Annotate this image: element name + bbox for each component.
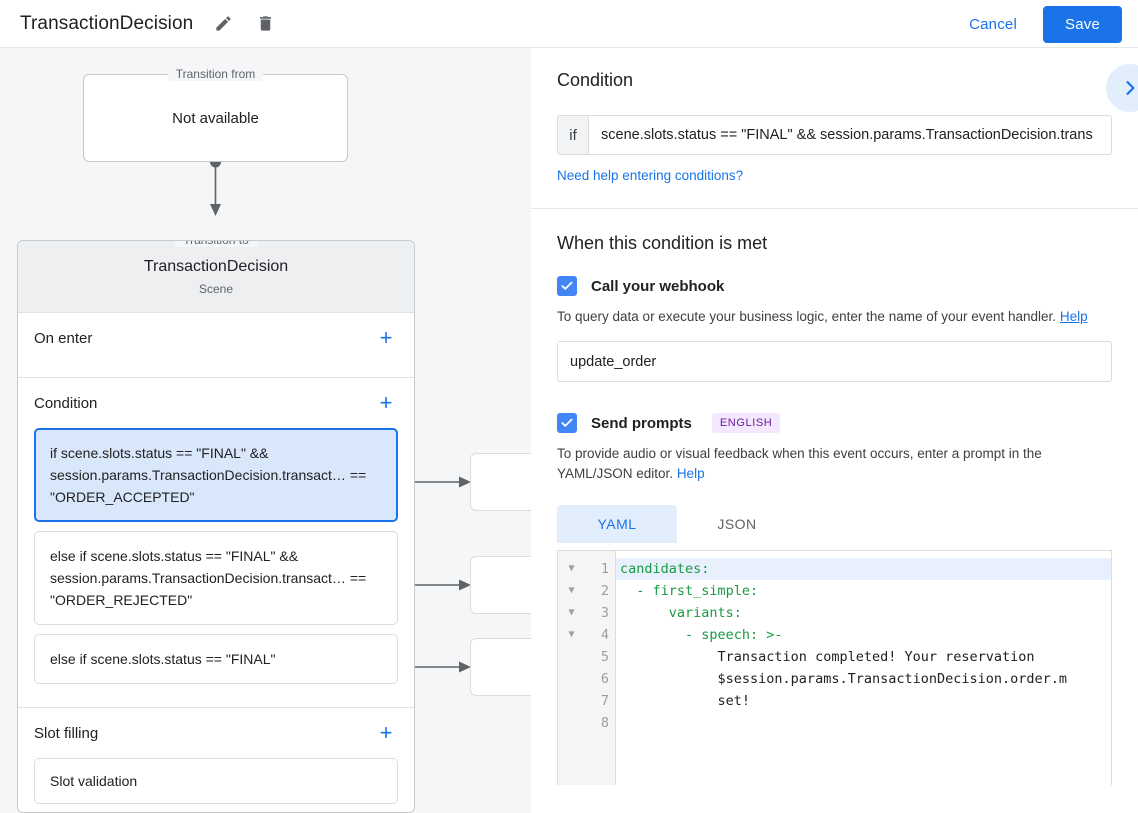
header-actions: Cancel Save xyxy=(957,0,1122,48)
section-slot-filling: Slot filling + Slot validation xyxy=(18,708,414,812)
code-line: $session.params.TransactionDecision.orde… xyxy=(620,671,1068,687)
section-title-on-enter: On enter xyxy=(34,329,93,347)
fold-arrow-icon[interactable]: ▼ xyxy=(568,585,575,596)
scene-type: Scene xyxy=(198,282,234,296)
when-condition-met-block: When this condition is met Call your web… xyxy=(531,209,1138,785)
section-condition: Condition + if scene.slots.status == "FI… xyxy=(18,378,414,708)
section-title-slot-filling: Slot filling xyxy=(34,724,99,742)
add-condition-button[interactable]: + xyxy=(379,390,393,415)
call-webhook-help: To query data or execute your business l… xyxy=(557,307,1112,327)
app-header: TransactionDecision Cancel Save xyxy=(0,0,1138,48)
if-label: if xyxy=(558,116,589,154)
condition-block: Condition if scene.slots.status == "FINA… xyxy=(531,48,1138,208)
panel-divider xyxy=(531,208,1138,209)
code-line: Transaction completed! Your reservation xyxy=(620,649,1035,665)
code-line: - first_simple: xyxy=(620,583,759,599)
call-webhook-help-link[interactable]: Help xyxy=(1059,309,1088,324)
page-title: TransactionDecision xyxy=(20,12,194,34)
webhook-handler-input[interactable] xyxy=(557,341,1112,382)
fold-arrow-icon[interactable]: ▼ xyxy=(568,629,575,640)
condition-expression-input[interactable]: scene.slots.status == "FINAL" && session… xyxy=(601,127,1093,143)
code-line: variants: xyxy=(620,605,742,621)
condition-list-item[interactable]: else if scene.slots.status == "FINAL" xyxy=(34,634,398,684)
scene-header[interactable]: TransactionDecision Scene xyxy=(18,241,414,313)
when-condition-met-heading: When this condition is met xyxy=(557,233,768,253)
line-number: 5 xyxy=(600,649,609,665)
call-webhook-label: Call your webhook xyxy=(591,277,725,295)
target-stub-box[interactable] xyxy=(470,638,531,696)
save-button[interactable]: Save xyxy=(1043,5,1122,43)
add-on-enter-button[interactable]: + xyxy=(379,325,393,350)
code-line xyxy=(616,712,1111,734)
trash-icon[interactable] xyxy=(253,12,277,36)
section-on-enter: On enter + xyxy=(18,313,414,378)
condition-list-item[interactable]: else if scene.slots.status == "FINAL" &&… xyxy=(34,531,398,625)
condition-heading: Condition xyxy=(557,70,634,90)
tab-json[interactable]: JSON xyxy=(717,516,757,532)
line-number: 6 xyxy=(600,671,609,687)
send-prompts-help-text: To provide audio or visual feedback when… xyxy=(557,446,1042,481)
section-title-condition: Condition xyxy=(34,394,98,412)
transition-from-card[interactable]: Transition from Not available xyxy=(83,67,348,162)
slot-validation-item[interactable]: Slot validation xyxy=(34,758,398,804)
condition-help-link[interactable]: Need help entering conditions? xyxy=(557,168,744,183)
transition-to-card: Transition to TransactionDecision Scene … xyxy=(17,240,415,813)
send-prompts-label: Send prompts xyxy=(591,414,692,432)
send-prompts-checkbox[interactable] xyxy=(557,413,577,433)
pencil-icon[interactable] xyxy=(211,12,235,36)
line-number: 7 xyxy=(600,693,609,709)
call-webhook-checkbox[interactable] xyxy=(557,276,577,296)
call-webhook-help-text: To query data or execute your business l… xyxy=(557,309,1057,324)
fold-arrow-icon[interactable]: ▼ xyxy=(568,563,575,574)
line-number: 8 xyxy=(600,715,609,731)
add-slot-filling-button[interactable]: + xyxy=(379,720,393,745)
details-panel: Condition if scene.slots.status == "FINA… xyxy=(531,48,1138,813)
cancel-button[interactable]: Cancel xyxy=(957,8,1029,41)
code-line-numbers: 1 2 3 4 5 6 7 8 xyxy=(585,551,616,785)
editor-format-tabs: YAML JSON xyxy=(557,505,1112,543)
line-number: 1 xyxy=(600,561,609,577)
code-content[interactable]: candidates: - first_simple: variants: - … xyxy=(616,551,1111,785)
line-number: 4 xyxy=(600,627,609,643)
send-prompts-help-link[interactable]: Help xyxy=(676,466,705,481)
condition-expression-row[interactable]: if scene.slots.status == "FINAL" && sess… xyxy=(557,115,1112,155)
chevron-right-icon[interactable] xyxy=(1106,64,1138,112)
send-prompts-help: To provide audio or visual feedback when… xyxy=(557,444,1112,484)
line-number: 2 xyxy=(600,583,609,599)
transition-from-legend: Transition from xyxy=(167,67,264,81)
target-stub-box[interactable] xyxy=(470,556,531,614)
condition-list-item[interactable]: if scene.slots.status == "FINAL" && sess… xyxy=(34,428,398,522)
fold-arrow-icon[interactable]: ▼ xyxy=(568,607,575,618)
language-badge: ENGLISH xyxy=(711,413,781,433)
scene-canvas[interactable]: Transition from Not available Transition… xyxy=(0,48,531,813)
yaml-code-editor[interactable]: ▼ ▼ ▼ ▼ 1 2 3 4 5 6 7 8 candidates: xyxy=(557,550,1112,785)
code-line: - speech: >- xyxy=(620,627,783,643)
tab-yaml[interactable]: YAML xyxy=(557,505,677,543)
transition-to-legend: Transition to xyxy=(175,241,257,247)
target-stub-box[interactable] xyxy=(470,453,531,511)
line-number: 3 xyxy=(600,605,609,621)
code-fold-gutter[interactable]: ▼ ▼ ▼ ▼ xyxy=(558,551,585,785)
transition-from-value: Not available xyxy=(172,109,259,127)
code-line: candidates: xyxy=(616,558,1111,580)
call-webhook-row[interactable]: Call your webhook xyxy=(557,276,1112,296)
code-line: set! xyxy=(620,693,751,709)
scene-name: TransactionDecision xyxy=(143,258,289,275)
send-prompts-row[interactable]: Send prompts ENGLISH xyxy=(557,413,1112,433)
